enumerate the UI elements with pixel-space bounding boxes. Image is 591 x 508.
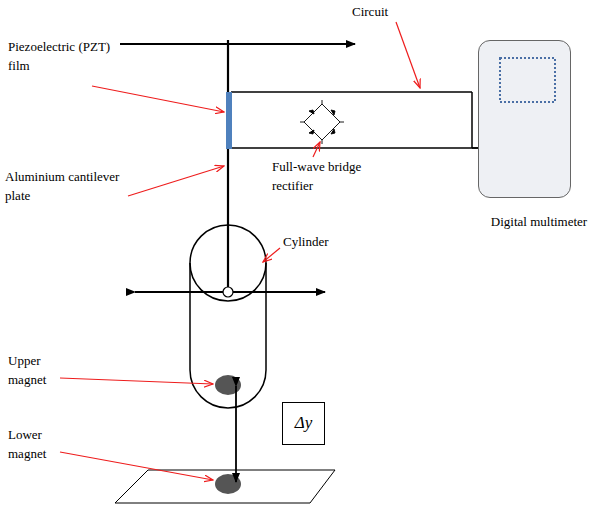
lower-magnet: [215, 474, 241, 494]
part-label: Circuit: [352, 3, 388, 22]
circuit-wires: [231, 92, 478, 148]
motion-arrow: [120, 43, 355, 45]
upper-magnet: [215, 375, 241, 395]
base-plate: [115, 470, 335, 503]
multimeter-body: Digital multimeter: [478, 40, 571, 198]
part-label-box: Full-wave bridge rectifier: [272, 158, 376, 196]
part-label-box: Aluminium cantilever plate: [5, 168, 133, 206]
gap-arrow: [235, 386, 237, 482]
part-label-box: Upper magnet: [8, 352, 68, 390]
part-label-box: Lower magnet: [8, 426, 68, 464]
meter-screen: [479, 41, 572, 199]
device-label: Digital multimeter: [487, 213, 591, 232]
part-label: Upper magnet: [8, 352, 68, 390]
part-label: Full-wave bridge rectifier: [272, 158, 376, 196]
bridge-rectifier-symbol: [300, 100, 344, 144]
pzt-film: [226, 92, 232, 149]
part-label-box: Cylinder: [283, 233, 329, 252]
pivot: [223, 287, 233, 297]
cantilever-plate: [227, 40, 229, 287]
part-label: Piezoelectric (PZT) film: [8, 38, 126, 76]
meter-caption-box: Digital multimeter: [487, 213, 591, 232]
cylinder-shape: [190, 225, 266, 408]
part-label-box: Circuit: [352, 3, 388, 22]
part-label: Aluminium cantilever plate: [5, 168, 133, 206]
part-label: Cylinder: [283, 233, 329, 252]
part-label-box: Piezoelectric (PZT) film: [8, 38, 126, 76]
gap-box: Δy: [282, 402, 325, 445]
dimension-label: Δy: [295, 411, 313, 436]
part-label: Lower magnet: [8, 426, 68, 464]
leader-lines: [60, 22, 420, 480]
